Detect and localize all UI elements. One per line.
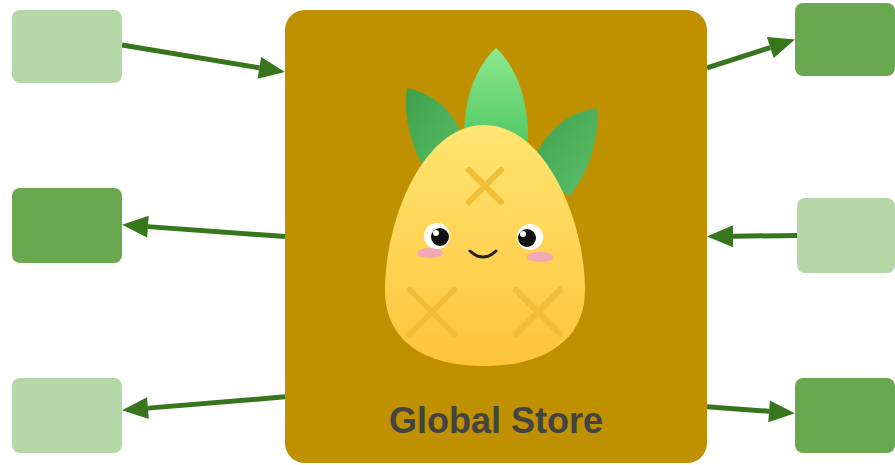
- flow-arrow: [707, 37, 795, 68]
- client-box: [12, 10, 122, 83]
- arrow-head: [707, 225, 733, 247]
- arrow-line: [122, 45, 259, 68]
- pineapple-illustration: [285, 10, 683, 463]
- arrow-head: [122, 397, 149, 419]
- client-box: [12, 188, 122, 263]
- arrow-line: [148, 397, 285, 408]
- client-box: [12, 378, 122, 453]
- flow-arrow: [122, 45, 285, 79]
- arrow-head: [768, 400, 795, 422]
- flow-arrow: [122, 216, 285, 238]
- client-box: [797, 198, 895, 273]
- arrow-line: [733, 233, 797, 239]
- arrow-head: [767, 37, 795, 58]
- flow-arrow: [122, 397, 285, 419]
- flow-arrow: [707, 225, 797, 247]
- flow-arrow: [707, 400, 795, 422]
- arrow-head: [122, 216, 149, 238]
- arrow-line: [148, 227, 285, 237]
- arrow-line: [707, 48, 770, 68]
- client-box: [795, 3, 895, 76]
- arrow-head: [258, 57, 285, 79]
- node-label: Global Store: [285, 400, 707, 441]
- arrow-line: [707, 407, 769, 412]
- store-box: Global Store: [285, 10, 707, 463]
- client-box: [795, 378, 895, 453]
